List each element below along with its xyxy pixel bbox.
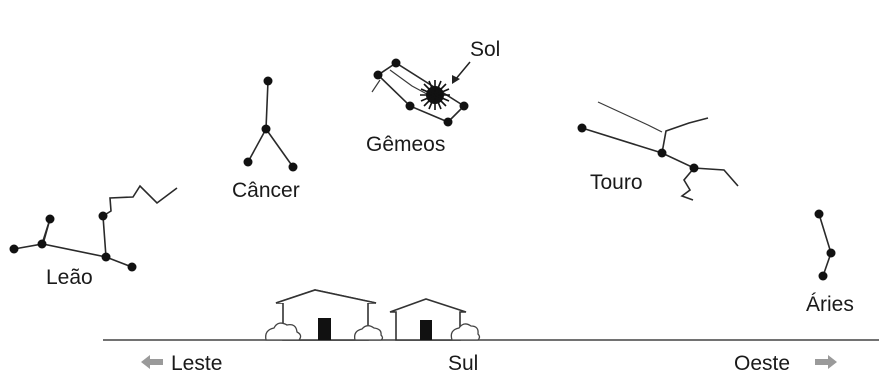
door — [318, 318, 331, 340]
arrow-right-icon — [815, 355, 837, 369]
direction-east: Leste — [141, 352, 222, 375]
star — [45, 214, 55, 224]
constellation-touro: Touro — [577, 101, 739, 201]
sun-pointer-arrow — [452, 61, 471, 84]
label-touro: Touro — [590, 171, 643, 194]
star — [263, 76, 273, 86]
star — [373, 70, 383, 80]
constellation-gemeos: Gêmeos — [366, 58, 469, 156]
constellation-cancer: Câncer — [232, 76, 300, 202]
star — [9, 244, 19, 254]
label-sul: Sul — [448, 352, 478, 375]
star — [405, 101, 415, 111]
sun-icon — [420, 80, 450, 110]
star — [101, 252, 111, 262]
label-sol: Sol — [470, 38, 500, 61]
star — [261, 124, 271, 134]
label-oeste: Oeste — [734, 352, 790, 375]
house-left — [275, 289, 377, 341]
star — [243, 157, 253, 167]
arrow-left-icon — [141, 355, 163, 369]
star — [689, 163, 699, 173]
star — [657, 148, 667, 158]
label-aries: Áries — [806, 293, 854, 316]
star — [443, 117, 453, 127]
label-cancer: Câncer — [232, 179, 300, 202]
star — [391, 58, 401, 68]
star — [818, 271, 828, 281]
star — [37, 239, 47, 249]
star — [826, 248, 836, 258]
door — [420, 320, 432, 340]
star — [288, 162, 298, 172]
constellation-leao: Leão — [9, 184, 178, 289]
constellation-aries: Áries — [806, 209, 854, 316]
bushes — [265, 322, 481, 341]
label-gemeos: Gêmeos — [366, 133, 445, 156]
star — [814, 209, 824, 219]
star — [98, 211, 108, 221]
star — [577, 123, 587, 133]
star — [127, 262, 137, 272]
direction-west: Oeste — [734, 352, 837, 375]
label-leste: Leste — [171, 352, 222, 375]
star — [459, 101, 469, 111]
label-leao: Leão — [46, 266, 93, 289]
